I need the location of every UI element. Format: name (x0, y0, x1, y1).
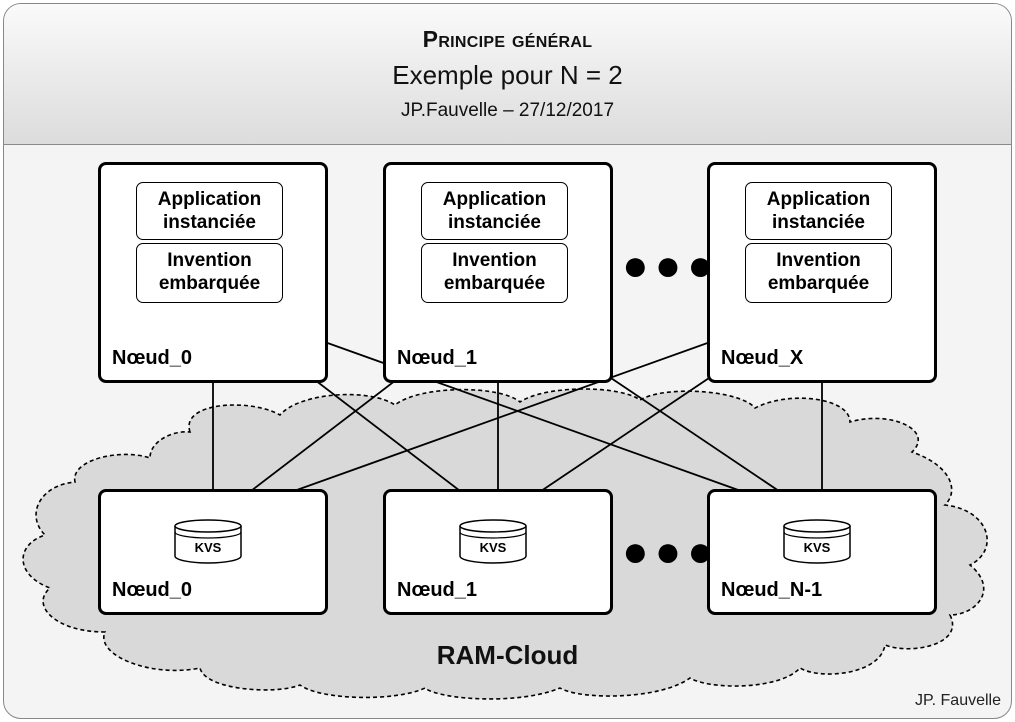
node-label: Nœud_0 (112, 347, 192, 369)
kvs-label: KVS (479, 540, 507, 555)
storage-node-1: KVS Nœud_1 (383, 489, 613, 615)
ram-cloud-label: RAM-Cloud (436, 640, 579, 670)
application-label: Application (766, 189, 871, 210)
invention-label-2: embarquée (443, 273, 546, 294)
invention-label: Invention (167, 250, 252, 271)
database-icon (783, 519, 851, 564)
application-label-2: instanciée (448, 212, 541, 233)
credit: JP. Fauvelle (915, 692, 1001, 709)
database-icon (459, 519, 527, 564)
ellipsis-top: ●●● (622, 241, 720, 290)
database-icon (174, 519, 242, 564)
ellipsis-bottom: ●●● (622, 527, 720, 576)
invention-label-2: embarquée (767, 273, 870, 294)
node-label: Nœud_N-1 (721, 579, 823, 601)
invention-label: Invention (452, 250, 537, 271)
storage-node-n-1: KVS Nœud_N-1 (707, 489, 937, 615)
kvs-store: KVS (169, 518, 247, 564)
node-label: Nœud_X (721, 347, 804, 369)
application-label: Application (442, 189, 547, 210)
kvs-store: KVS (778, 518, 856, 564)
node-label: Nœud_1 (397, 579, 477, 601)
storage-node-0: KVS Nœud_0 (98, 489, 328, 615)
node-label: Nœud_1 (397, 347, 477, 369)
subtitle: Exemple pour N = 2 (392, 60, 623, 90)
byline: JP.Fauvelle – 27/12/2017 (400, 100, 615, 121)
application-label-2: instanciée (772, 212, 865, 233)
kvs-store: KVS (454, 518, 532, 564)
kvs-label: KVS (194, 540, 222, 555)
header-band: Principe général Exemple pour N = 2 JP.F… (4, 4, 1011, 145)
node-label: Nœud_0 (112, 579, 192, 601)
title: Principe général (422, 26, 593, 52)
application-label: Application (157, 189, 262, 210)
application-label-2: instanciée (163, 212, 256, 233)
invention-label: Invention (776, 250, 861, 271)
kvs-label: KVS (803, 540, 831, 555)
invention-label-2: embarquée (158, 273, 261, 294)
